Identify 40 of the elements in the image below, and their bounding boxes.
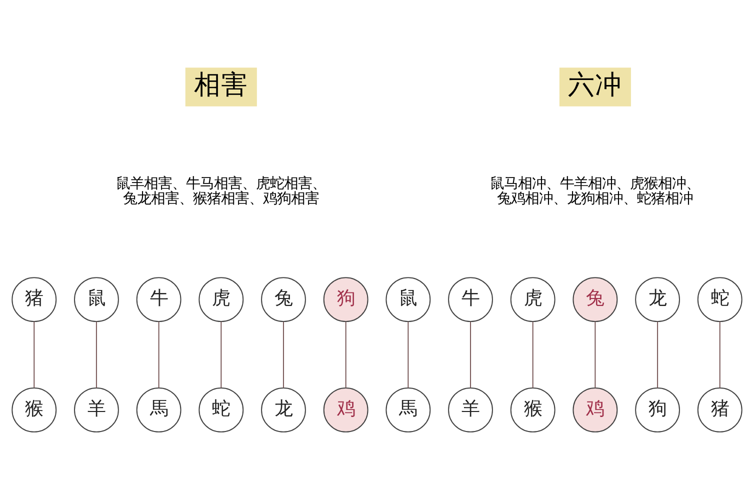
connector [408, 322, 409, 388]
connector [657, 322, 658, 388]
node-circle: 兔 [572, 277, 618, 322]
node-circle: 鼠 [74, 277, 119, 322]
node-circle: 虎 [198, 277, 244, 322]
label: 鼠马相冲、牛羊相冲、虎猴相冲、兔鸡相冲、龙狗相冲、蛇猪相冲 [490, 176, 700, 208]
connector [719, 322, 720, 388]
connector [532, 322, 534, 388]
node-circle: 猴 [12, 387, 57, 432]
node-circle: 猴 [510, 387, 556, 432]
connector [158, 322, 160, 388]
node-circle: 牛 [448, 277, 493, 322]
node-circle: 牛 [136, 277, 182, 322]
connector [34, 322, 35, 388]
node-box: 六冲 [559, 68, 631, 106]
node-circle: 猪 [12, 277, 57, 322]
node-circle: 狗 [323, 277, 368, 322]
node-circle: 蛇 [198, 387, 244, 432]
connector [594, 322, 596, 388]
node-circle: 馬 [386, 387, 431, 432]
node-circle: 馬 [136, 387, 182, 432]
node-circle: 狗 [635, 387, 680, 432]
connector [220, 322, 222, 388]
connector [282, 322, 284, 388]
node-circle: 鸡 [323, 387, 368, 432]
node-circle: 鸡 [572, 387, 618, 432]
node-circle: 虎 [510, 277, 556, 322]
node-circle: 龙 [261, 387, 306, 432]
connector [470, 322, 472, 388]
connector [96, 322, 97, 388]
label: 鼠羊相害、牛马相害、虎蛇相害、兔龙相害、猴猪相害、鸡狗相害 [116, 176, 326, 208]
node-circle: 兔 [261, 277, 306, 322]
node-circle: 羊 [448, 387, 493, 432]
node-circle: 羊 [74, 387, 119, 432]
node-circle: 蛇 [697, 277, 742, 322]
node-circle: 龙 [635, 277, 680, 322]
node-box: 相害 [185, 68, 257, 106]
node-circle: 鼠 [386, 277, 431, 322]
connector [345, 322, 346, 388]
node-circle: 猪 [697, 387, 742, 432]
